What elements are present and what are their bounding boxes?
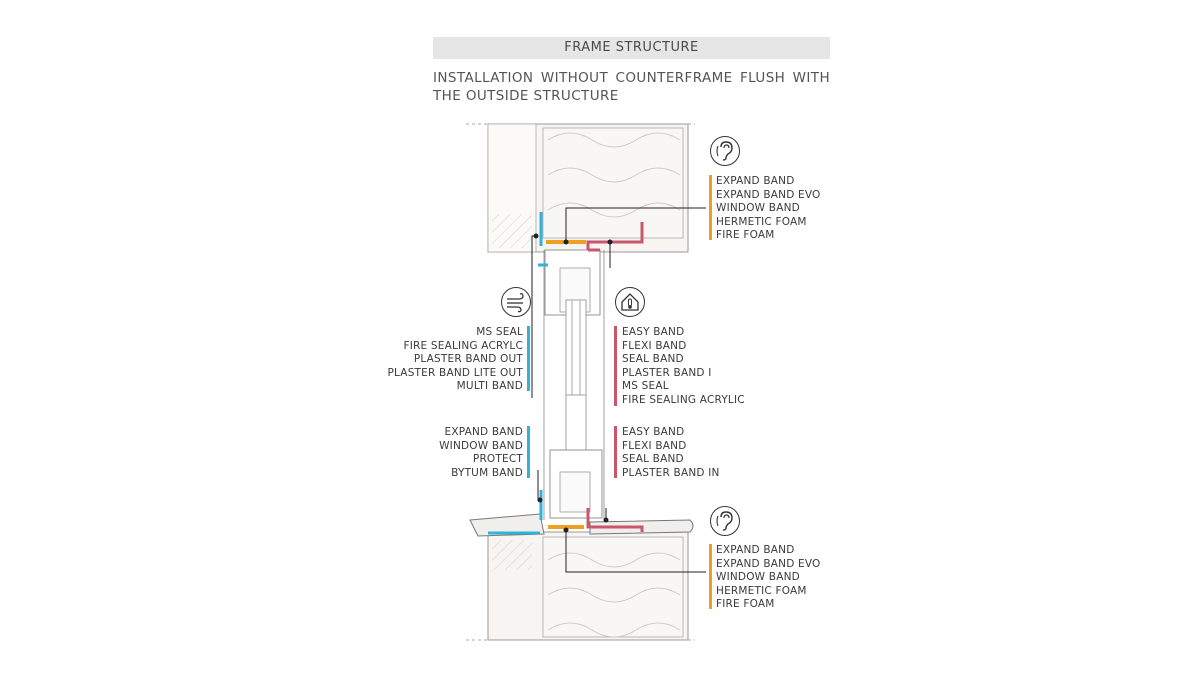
inner-seal-bar xyxy=(614,426,617,478)
subtitle: INSTALLATION WITHOUT COUNTERFRAME FLUSH … xyxy=(433,69,830,105)
list-item: EXPAND BAND xyxy=(444,426,523,438)
label-group-middle-left: MS SEAL FIRE SEALING ACRYLC PLASTER BAND… xyxy=(387,326,523,394)
list-item: MS SEAL xyxy=(622,380,669,393)
header-bar: FRAME STRUCTURE xyxy=(433,37,830,59)
list-item: FIRE SEALING ACRYLC xyxy=(403,339,523,352)
list-item: FLEXI BAND xyxy=(622,439,687,452)
list-item: HERMETIC FOAM xyxy=(716,215,807,228)
ear-icon-glyph xyxy=(716,141,733,161)
list-item: MS SEAL xyxy=(476,326,523,338)
acoustic-bar xyxy=(709,175,712,240)
outer-seal-bar xyxy=(527,426,530,478)
list-item: BYTUM BAND xyxy=(451,466,523,479)
list-item: MULTI BAND xyxy=(456,380,523,393)
window-frame xyxy=(543,249,605,520)
list-item: EXPAND BAND xyxy=(716,544,795,556)
seal-lines xyxy=(488,212,644,535)
label-group-lower-left: EXPAND BAND WINDOW BAND PROTECT BYTUM BA… xyxy=(439,426,523,480)
list-item: EASY BAND xyxy=(622,426,685,438)
list-item: FIRE SEALING ACRYLIC xyxy=(622,393,745,406)
list-item: FIRE FOAM xyxy=(716,229,775,242)
page-title: FRAME STRUCTURE xyxy=(564,40,699,55)
list-item: PROTECT xyxy=(472,453,523,466)
inner-seal-bar xyxy=(614,326,617,406)
list-item: EXPAND BAND xyxy=(716,175,795,187)
list-item: WINDOW BAND xyxy=(439,439,523,452)
label-group-middle-right: EASY BAND FLEXI BAND SEAL BAND PLASTER B… xyxy=(622,326,745,408)
list-item: FIRE FOAM xyxy=(716,598,775,611)
list-item: PLASTER BAND IN xyxy=(622,466,720,479)
list-item: PLASTER BAND OUT xyxy=(413,353,523,366)
house-thermometer-icon-glyph xyxy=(621,293,639,311)
list-item: PLASTER BAND I xyxy=(622,366,712,379)
label-group-top-right: EXPAND BAND EXPAND BAND EVO WINDOW BAND … xyxy=(716,175,821,243)
list-item: EXPAND BAND EVO xyxy=(716,188,821,201)
subtitle-line-2: THE OUTSIDE STRUCTURE xyxy=(433,88,619,104)
acoustic-bar xyxy=(709,544,712,609)
list-item: WINDOW BAND xyxy=(716,202,800,215)
house-thermometer-icon xyxy=(615,287,645,317)
list-item: EASY BAND xyxy=(622,326,685,338)
subtitle-line-1: INSTALLATION WITHOUT COUNTERFRAME FLUSH … xyxy=(433,70,830,86)
list-item: EXPAND BAND EVO xyxy=(716,557,821,570)
list-item: SEAL BAND xyxy=(622,453,684,466)
outer-seal-bar xyxy=(527,326,530,391)
ear-icon xyxy=(710,506,740,536)
upper-wall xyxy=(487,123,689,253)
list-item: WINDOW BAND xyxy=(716,571,800,584)
list-item: PLASTER BAND LITE OUT xyxy=(387,366,523,379)
label-group-bottom-right: EXPAND BAND EXPAND BAND EVO WINDOW BAND … xyxy=(716,544,821,612)
ear-icon-glyph xyxy=(716,511,733,531)
list-item: HERMETIC FOAM xyxy=(716,584,807,597)
ear-icon xyxy=(710,136,740,166)
list-item: FLEXI BAND xyxy=(622,339,687,352)
wind-icon-glyph xyxy=(507,293,524,313)
wind-icon xyxy=(501,287,531,317)
leader-lines xyxy=(531,207,706,573)
label-group-lower-right: EASY BAND FLEXI BAND SEAL BAND PLASTER B… xyxy=(622,426,720,480)
list-item: SEAL BAND xyxy=(622,353,684,366)
